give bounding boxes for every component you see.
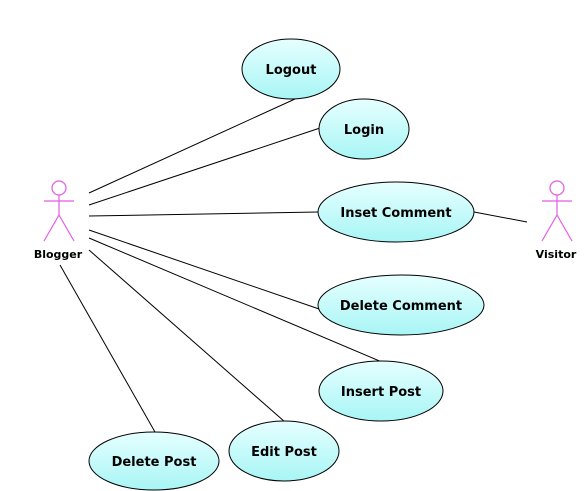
assoc-blogger-logout — [88, 98, 296, 194]
use-case-logout[interactable]: Logout — [241, 38, 341, 100]
use-case-label: Edit Post — [251, 445, 317, 460]
assoc-blogger-delete-comment — [88, 229, 323, 311]
use-case-delete-post[interactable]: Delete Post — [88, 431, 220, 491]
assoc-blogger-edit-post — [88, 249, 286, 423]
assoc-blogger-delete-post — [59, 264, 156, 433]
use-case-delete-comment[interactable]: Delete Comment — [317, 274, 485, 336]
use-case-label: Logout — [266, 63, 317, 78]
assoc-blogger-inset-comment — [88, 211, 319, 217]
actor-blogger[interactable]: Blogger — [34, 180, 83, 261]
use-case-label: Login — [344, 123, 384, 138]
use-case-label: Inset Comment — [340, 206, 451, 221]
use-case-label: Delete Post — [112, 455, 197, 470]
use-case-label: Delete Comment — [340, 299, 462, 314]
actor-visitor[interactable]: Visitor — [536, 180, 577, 261]
actor-label-blogger: Blogger — [34, 248, 83, 261]
use-case-inset-comment[interactable]: Inset Comment — [317, 181, 475, 243]
use-case-login[interactable]: Login — [318, 98, 410, 160]
use-case-edit-post[interactable]: Edit Post — [228, 420, 340, 482]
assoc-blogger-insert-post — [88, 237, 383, 363]
assoc-visitor-inset-comment — [473, 211, 528, 223]
actor-label-visitor: Visitor — [536, 248, 577, 261]
use-case-insert-post[interactable]: Insert Post — [318, 360, 444, 422]
stick-figure-icon — [43, 180, 75, 242]
use-case-label: Insert Post — [341, 385, 421, 400]
stick-figure-icon — [541, 180, 573, 242]
assoc-blogger-login — [88, 127, 321, 206]
